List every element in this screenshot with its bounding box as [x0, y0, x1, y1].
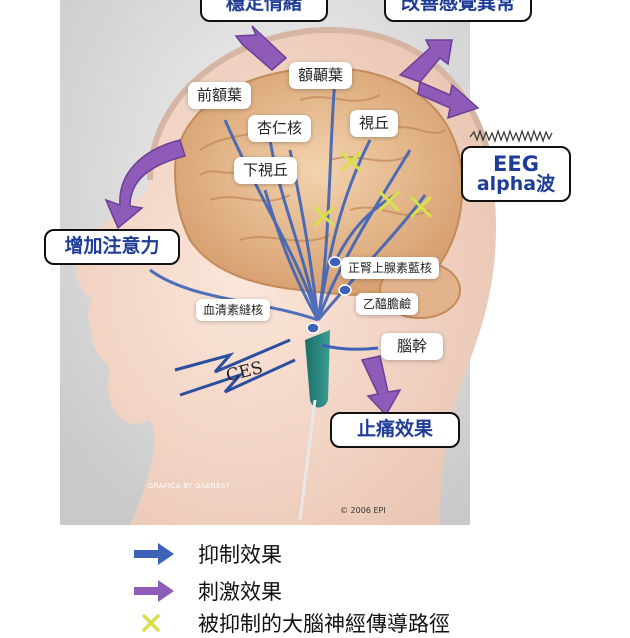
analgesia-label: 止痛效果 — [330, 412, 460, 448]
locus-nucleus-dot — [328, 256, 342, 268]
yellow-cross-icon — [142, 614, 160, 632]
stimulate-arrows — [104, 25, 480, 417]
eeg-waveform — [469, 129, 553, 143]
legend-text-blocked: 被抑制的大腦神經傳導路徑 — [198, 612, 450, 636]
frontal-lobe-label: 前額葉 — [188, 82, 252, 109]
raphe-nucleus-dot — [306, 322, 320, 334]
raphe-nucleus-label: 血清素縫核 — [196, 299, 271, 321]
brainstem-label: 腦幹 — [381, 333, 444, 360]
inhibition-pathways — [149, 79, 427, 322]
legend-row-blocked: 被抑制的大腦神經傳導路徑 — [132, 608, 450, 638]
thalamus-label: 視丘 — [350, 110, 399, 137]
locus-coeruleus-label: 正腎上腺素藍核 — [341, 257, 440, 279]
eeg-alpha-label: EEG alpha波 — [461, 146, 571, 202]
legend-row-stimulate: 刺激效果 — [132, 576, 282, 606]
eeg-label-line2: alpha波 — [476, 173, 556, 196]
electrode-wire — [298, 399, 317, 521]
emotion-stabilize-label: 穩定情緒 — [200, 0, 328, 22]
legend-row-inhibit: 抑制效果 — [132, 539, 282, 569]
stimulus-lightning — [174, 338, 296, 397]
temporal-lobe-label: 額顳葉 — [289, 62, 353, 89]
legend-text-stimulate: 刺激效果 — [198, 580, 282, 604]
blocked-crosses — [313, 151, 432, 227]
copyright-note: © 2006 EPI — [340, 506, 386, 515]
blue-arrow-icon — [134, 543, 174, 565]
amygdala-label: 杏仁核 — [248, 115, 312, 142]
attention-label: 增加注意力 — [44, 229, 180, 265]
legend-text-inhibit: 抑制效果 — [198, 543, 282, 567]
hypothalamus-label: 下視丘 — [234, 157, 298, 184]
sensory-improve-label: 改善感覺異常 — [384, 0, 532, 22]
artist-credit: GRAFICA BY GAENESY — [148, 482, 231, 490]
ach-nucleus-dot — [338, 284, 352, 296]
purple-arrow-icon — [134, 580, 174, 602]
eeg-label-line1: EEG — [493, 152, 539, 176]
acetylcholine-label: 乙醯膽鹼 — [356, 293, 419, 315]
brainstem-electrode — [305, 330, 330, 408]
